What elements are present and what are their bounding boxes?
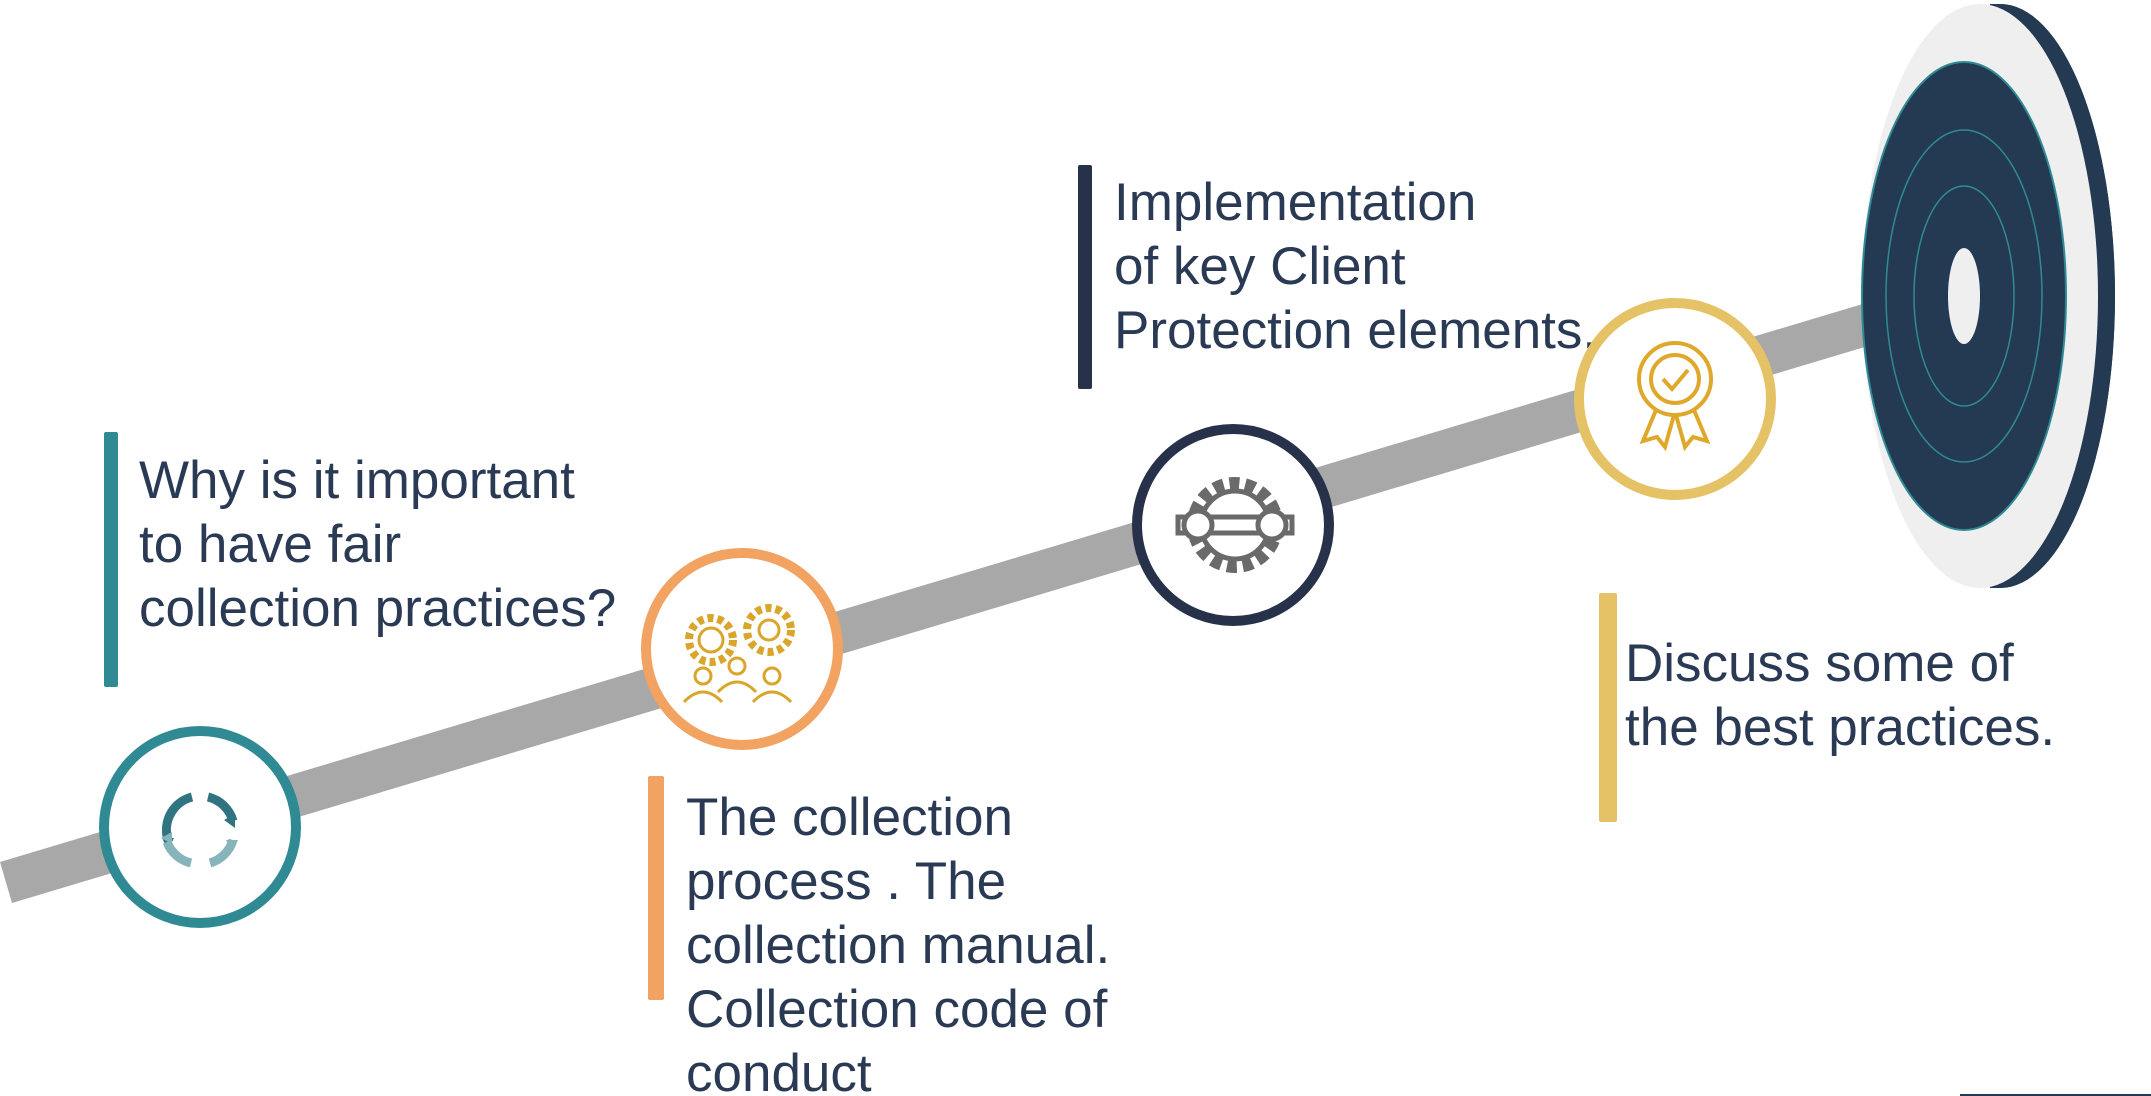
step-3-line-1: Implementation: [1114, 173, 1476, 232]
step-4-circle: [1574, 298, 1776, 500]
step-2-bar: [648, 776, 664, 1000]
step-2-line-4: Collection code of: [686, 980, 1108, 1039]
step-3-bar: [1078, 165, 1092, 389]
step-2-line-2: process . The: [686, 852, 1006, 911]
step-2-circle: [641, 548, 843, 750]
step-2: The collection process . The collection …: [641, 548, 1125, 1096]
gears-team-icon: [682, 604, 795, 704]
step-4: Discuss some of the best practices.: [1574, 298, 2055, 822]
award-ribbon-icon: [1637, 341, 1713, 452]
step-4-bar: [1599, 593, 1617, 822]
step-1-line-3: collection practices?: [139, 579, 616, 638]
step-2-line-5: conduct: [686, 1044, 872, 1096]
step-3-line-2: of key Client: [1114, 237, 1406, 296]
step-2-line-1: The collection: [686, 788, 1013, 847]
step-1-bar: [104, 432, 118, 687]
step-3-line-3: Protection elements.: [1114, 301, 1597, 360]
step-4-text: Discuss some of the best practices.: [1625, 634, 2055, 757]
step-1: Why is it important to have fair collect…: [99, 432, 616, 928]
step-1-circle: [99, 726, 301, 928]
step-2-text: The collection process . The collection …: [686, 788, 1125, 1096]
target-icon: [1861, 4, 2151, 1096]
refresh-arrows-icon: [161, 792, 238, 868]
step-3-text: Implementation of key Client Protection …: [1114, 173, 1597, 360]
step-1-line-2: to have fair: [139, 515, 401, 574]
arrow-shaft: [0, 288, 1928, 903]
step-3: Implementation of key Client Protection …: [1078, 165, 1597, 626]
step-4-line-1: Discuss some of: [1625, 634, 2014, 693]
step-2-line-3: collection manual.: [686, 916, 1110, 975]
step-4-line-2: the best practices.: [1625, 698, 2055, 757]
step-1-text: Why is it important to have fair collect…: [139, 451, 616, 638]
gear-wrench-icon: [1175, 477, 1295, 573]
step-1-line-1: Why is it important: [139, 451, 575, 510]
